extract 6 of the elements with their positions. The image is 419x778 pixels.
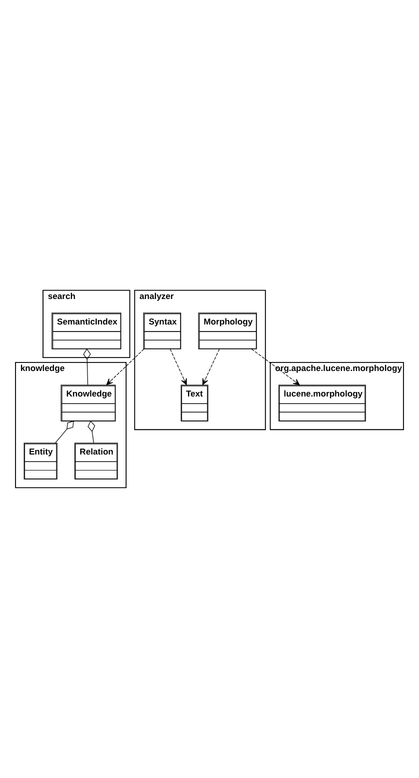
arrow: [251, 348, 300, 386]
connector: [54, 420, 74, 444]
connector: [83, 348, 91, 386]
connector: [88, 420, 96, 444]
arrow: [170, 348, 187, 386]
arrow: [202, 348, 220, 386]
